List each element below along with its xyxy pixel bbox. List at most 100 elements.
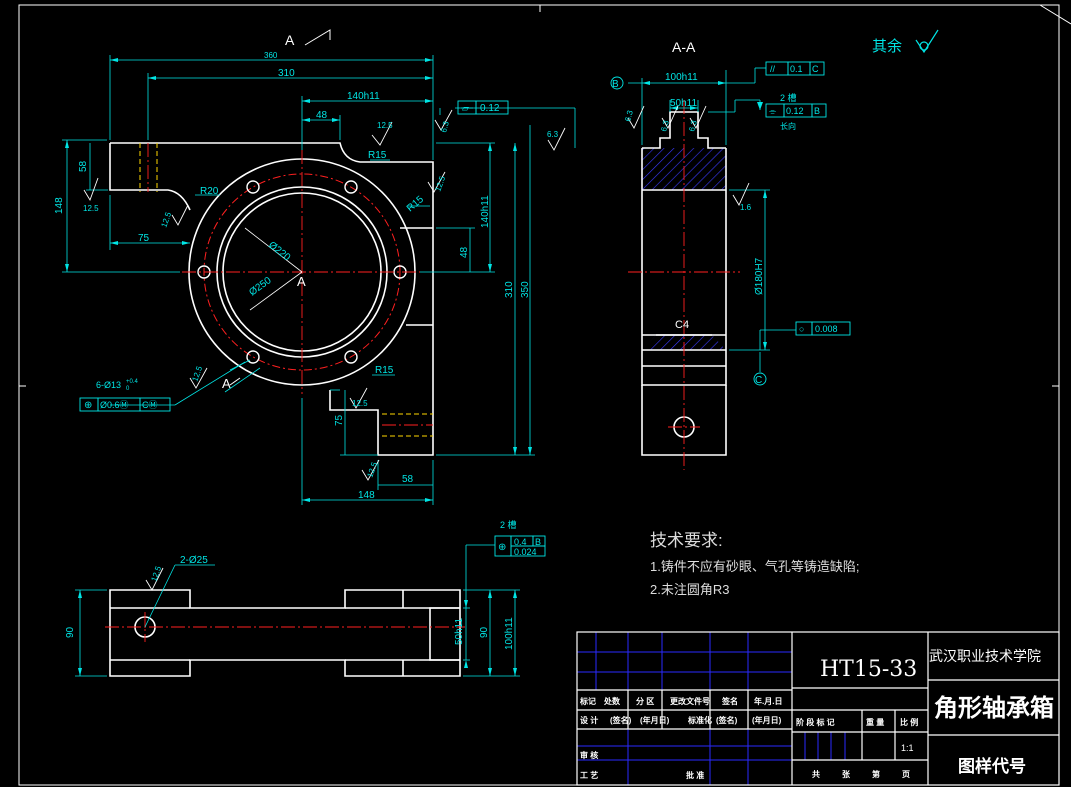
hdr-mark: 标记 <box>579 696 596 706</box>
flatness-value: 0.12 <box>480 103 500 114</box>
front-hidden-lines <box>139 143 433 437</box>
hdr-date: 年.月.日 <box>754 696 782 706</box>
general-roughness-label: 其余 <box>872 37 902 55</box>
top-frame-tol1: 0.4 <box>514 537 527 547</box>
dim-58-bottom: 58 <box>402 474 414 485</box>
ra-f: 12.5 <box>352 399 368 408</box>
front-view: A A A 360 310 140h11 48 58 148 75 310 35… <box>54 29 576 505</box>
ra-s2: 6.3 <box>659 119 671 133</box>
flatness-symbol: ▱ <box>462 103 469 113</box>
ra-b: 12.5 <box>159 210 173 228</box>
dim-360: 360 <box>264 51 278 60</box>
notes-item-2: 2.未注圆角R3 <box>650 582 729 597</box>
hole-tol-low: 0 <box>126 386 130 392</box>
top-d90-right: 90 <box>479 626 490 638</box>
row-standard: 标准化 <box>687 715 712 725</box>
row-standard-sign: (签名) <box>716 715 738 725</box>
ra-i: 6.3 <box>547 130 559 139</box>
dim-r15-right: R15 <box>405 194 426 215</box>
sheets-total: 共 <box>812 769 820 779</box>
sym-note: 长向 <box>780 121 796 131</box>
dim-350: 350 <box>520 281 531 298</box>
dim-310-right: 310 <box>504 281 515 298</box>
ra-c: 12.5 <box>377 121 393 130</box>
center-label: A <box>297 274 306 289</box>
hdr-change: 更改文件号 <box>670 696 710 706</box>
sym-label: 2 槽 <box>780 92 797 103</box>
front-dimension-lines <box>62 55 576 505</box>
top-view: 2-Ø25 12.5 90 50h11 90 100h11 2 槽 ⊕ 0.4 … <box>65 519 546 677</box>
top-frame-symbol: ⊕ <box>498 542 506 553</box>
ra-a: 12.5 <box>83 204 99 213</box>
part-name: 角形轴承箱 <box>934 694 1054 722</box>
ra-e: 12.5 <box>190 364 204 382</box>
ra-h: 12.5 <box>433 174 447 192</box>
dim-140h11-right: 140h11 <box>480 195 491 228</box>
sheet-border <box>18 4 1071 786</box>
notes-title: 技术要求: <box>650 531 723 550</box>
top-d100h11: 100h11 <box>504 617 515 650</box>
top-frame-tol2: 0.024 <box>514 547 537 557</box>
front-center-lines <box>147 143 433 426</box>
title-block-outline <box>576 631 1060 786</box>
pos-frame-datum: CⓂ <box>142 400 158 410</box>
drawing-code: 图样代号 <box>958 756 1026 776</box>
parallel-datum: C <box>812 64 819 74</box>
parallel-symbol: // <box>770 64 776 74</box>
dim-phi220: Ø220 <box>266 240 292 264</box>
section-view: A-A B C 100h11 50h11 Ø180H7 C4 // 0.1 C … <box>610 39 851 470</box>
dim-100h11: 100h11 <box>665 72 698 83</box>
section-center-lines <box>628 100 740 470</box>
top-frame-datum: B <box>535 537 541 547</box>
scale: 1:1 <box>901 743 914 753</box>
dim-75-left: 75 <box>138 233 150 244</box>
dim-r15-bottom: R15 <box>375 365 394 376</box>
row-standard-date: (年月日) <box>752 715 782 725</box>
cyl-symbol: ○ <box>799 324 804 334</box>
top-d90-left: 90 <box>65 626 76 638</box>
hdr-sign: 签名 <box>721 696 738 706</box>
top-view-outline <box>109 589 461 677</box>
dim-58: 58 <box>78 160 89 172</box>
school-name: 武汉职业技术学院 <box>929 648 1041 664</box>
parallel-value: 0.1 <box>790 64 803 74</box>
dim-75-bottom: 75 <box>334 414 345 426</box>
stage-scale: 比 例 <box>900 717 918 727</box>
row-process: 工 艺 <box>580 770 598 780</box>
row-design: 设 计 <box>580 715 598 725</box>
top-d50h11: 50h11 <box>454 617 465 645</box>
dim-148-left: 148 <box>54 197 65 214</box>
general-roughness-symbol <box>915 29 939 54</box>
section-mark-top: A <box>285 32 295 48</box>
sheets-no: 第 <box>872 769 880 779</box>
dim-48-right: 48 <box>459 246 470 258</box>
notes-item-1: 1.铸件不应有砂眼、气孔等铸造缺陷; <box>650 559 859 574</box>
pos-frame-symbol: ⊕ <box>84 400 92 411</box>
dim-140h11-top: 140h11 <box>347 91 380 102</box>
material: HT15-33 <box>820 657 917 682</box>
title-block: HT15-33 武汉职业技术学院 角形轴承箱 图样代号 1:1 标记 处数 分 … <box>576 631 1060 786</box>
flatness-frame <box>457 100 509 115</box>
hole-tol: +0.4 <box>126 379 139 385</box>
ra-d: 6.3 <box>439 120 451 134</box>
row-audit: 审 核 <box>580 750 598 760</box>
dim-148-bottom: 148 <box>358 490 375 501</box>
stage-weight: 重 量 <box>866 717 884 727</box>
sym-datum: B <box>814 106 820 116</box>
dim-phi250: Ø250 <box>247 275 274 299</box>
dim-r20: R20 <box>200 186 219 197</box>
ra-s4: 1.6 <box>740 203 752 212</box>
sheets-unit1: 张 <box>842 770 851 779</box>
pos-frame-tol: Ø0.6Ⓜ <box>100 400 129 410</box>
front-roughness-symbols <box>83 109 566 481</box>
hdr-count: 处数 <box>603 696 621 706</box>
sym-value: 0.12 <box>786 106 804 116</box>
stage-mark: 阶 段 标 记 <box>796 717 835 727</box>
hole-callout: 6-Ø13 <box>96 380 121 390</box>
cyl-value: 0.008 <box>815 324 838 334</box>
datum-c: C <box>755 375 762 386</box>
bolt-holes <box>197 180 407 364</box>
chamfer: C4 <box>675 319 689 331</box>
ra-s1: 6.3 <box>623 109 635 123</box>
row-approve: 批 准 <box>686 770 704 780</box>
